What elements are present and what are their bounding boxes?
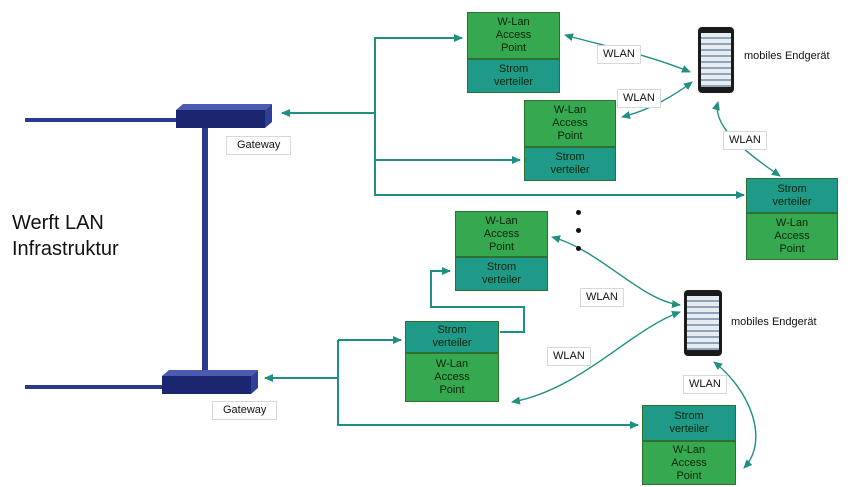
gateway-bottom-label: Gateway bbox=[212, 401, 278, 420]
unit-2-strom-verteiler: Strom verteiler bbox=[524, 147, 616, 181]
mobile-device-bottom-label: mobiles Endgerät bbox=[731, 316, 817, 328]
wlan-label: WLAN bbox=[597, 45, 641, 64]
top-links bbox=[281, 34, 745, 199]
unit-3-access-point: W-Lan Access Point bbox=[746, 213, 838, 260]
phone-icon bbox=[698, 27, 734, 93]
unit-3-strom-verteiler: Strom verteiler bbox=[746, 178, 838, 213]
wlan-label: WLAN bbox=[723, 131, 767, 150]
unit-4-strom-verteiler: Strom verteiler bbox=[455, 257, 548, 291]
ellipsis-dot bbox=[576, 228, 581, 233]
diagram-heading: Werft LAN Infrastruktur bbox=[12, 210, 119, 262]
phone-icon bbox=[684, 290, 722, 356]
unit-1-access-point: W-Lan Access Point bbox=[467, 12, 560, 59]
unit-5-strom-verteiler: Strom verteiler bbox=[405, 321, 499, 353]
gateway-bottom-device bbox=[162, 370, 258, 394]
ellipsis-dot bbox=[576, 246, 581, 251]
mobile-device-top-label: mobiles Endgerät bbox=[744, 50, 830, 62]
unit-5-access-point: W-Lan Access Point bbox=[405, 353, 499, 402]
lan-backbone bbox=[25, 118, 208, 389]
ellipsis-dot bbox=[576, 210, 581, 215]
heading-line-2: Infrastruktur bbox=[12, 238, 119, 260]
unit-4-access-point: W-Lan Access Point bbox=[455, 211, 548, 257]
wlan-label: WLAN bbox=[617, 89, 661, 108]
wlan-label: WLAN bbox=[580, 288, 624, 307]
wlan-label: WLAN bbox=[547, 347, 591, 366]
gateway-top-device bbox=[176, 104, 272, 128]
heading-line-1: Werft LAN bbox=[12, 212, 104, 234]
unit-6-access-point: W-Lan Access Point bbox=[642, 441, 736, 485]
unit-1-strom-verteiler: Strom verteiler bbox=[467, 59, 560, 93]
wlan-label: WLAN bbox=[683, 375, 727, 394]
unit-6-strom-verteiler: Strom verteiler bbox=[642, 405, 736, 441]
unit-2-access-point: W-Lan Access Point bbox=[524, 100, 616, 147]
gateway-top-label: Gateway bbox=[226, 136, 292, 155]
